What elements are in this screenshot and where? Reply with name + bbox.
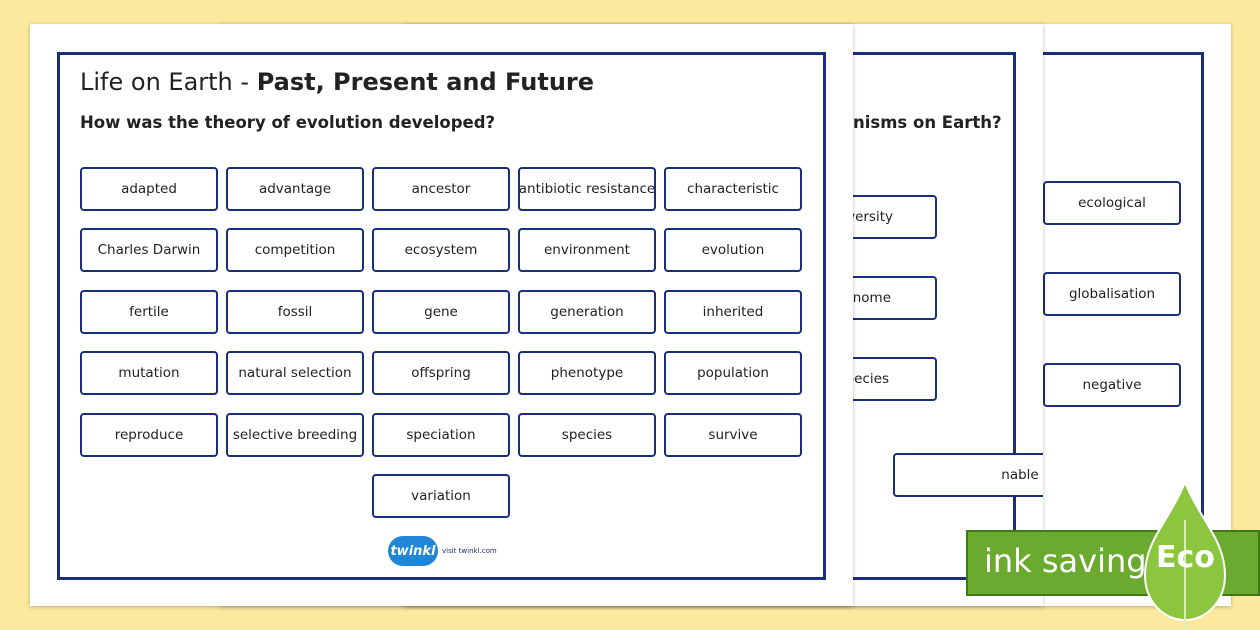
word-card: variation <box>372 474 510 518</box>
word-card: inherited <box>664 290 802 334</box>
word-card-label: nable <box>1001 467 1039 483</box>
word-card: antibiotic resistance <box>518 167 656 211</box>
worksheet-back-clip: ecological globalisation negative <box>1043 0 1260 630</box>
eco-label: Eco <box>1156 540 1215 575</box>
word-card: versity <box>853 195 937 239</box>
worksheet-middle-clip: nisms on Earth? versity enome pecies nab… <box>853 0 1043 630</box>
question-fragment: nisms on Earth? <box>853 113 1002 132</box>
eco-banner-text: ink saving <box>984 542 1147 580</box>
word-card: competition <box>226 228 364 272</box>
word-card-label: enome <box>853 290 891 306</box>
word-card: adapted <box>80 167 218 211</box>
worksheet-front-frame <box>57 52 826 580</box>
word-card: ecosystem <box>372 228 510 272</box>
word-card: species <box>518 413 656 457</box>
word-card-label: versity <box>853 209 893 225</box>
word-card: reproduce <box>80 413 218 457</box>
word-card: gene <box>372 290 510 334</box>
leaf-drop-icon <box>1143 480 1227 628</box>
word-card: advantage <box>226 167 364 211</box>
word-card: characteristic <box>664 167 802 211</box>
word-card: survive <box>664 413 802 457</box>
twinkl-logo: twinkl visit twinkl.com <box>388 536 497 566</box>
word-card: population <box>664 351 802 395</box>
word-card: generation <box>518 290 656 334</box>
question-heading: How was the theory of evolution develope… <box>80 113 496 132</box>
word-card: evolution <box>664 228 802 272</box>
word-card: mutation <box>80 351 218 395</box>
word-card: fossil <box>226 290 364 334</box>
word-card: phenotype <box>518 351 656 395</box>
word-card: ancestor <box>372 167 510 211</box>
word-card: enome <box>853 276 937 320</box>
word-card: ecological <box>1043 181 1181 225</box>
word-card: offspring <box>372 351 510 395</box>
word-card: globalisation <box>1043 272 1181 316</box>
title-prefix: Life on Earth - <box>80 68 257 96</box>
word-card: selective breeding <box>226 413 364 457</box>
word-card: natural selection <box>226 351 364 395</box>
word-card: negative <box>1043 363 1181 407</box>
word-card: fertile <box>80 290 218 334</box>
title-bold: Past, Present and Future <box>256 68 595 96</box>
word-card-label: pecies <box>853 371 889 387</box>
word-card: Charles Darwin <box>80 228 218 272</box>
word-card: nable <box>893 453 1043 497</box>
word-card: environment <box>518 228 656 272</box>
word-card: speciation <box>372 413 510 457</box>
twinkl-logo-mark: twinkl <box>388 536 438 566</box>
word-card: pecies <box>853 357 937 401</box>
twinkl-logo-url: visit twinkl.com <box>442 547 497 555</box>
page-title: Life on Earth - Past, Present and Future <box>80 68 594 96</box>
